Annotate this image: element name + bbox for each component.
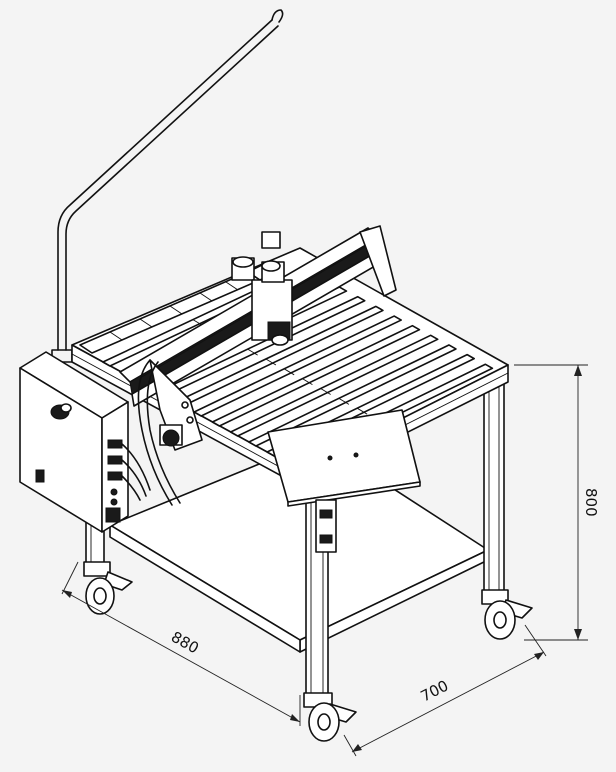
bed-slat — [211, 324, 421, 427]
control-box — [19, 351, 151, 533]
slat-clamp — [283, 368, 295, 376]
slat-clamp — [265, 358, 277, 366]
dimension-height-label: 800 — [582, 488, 600, 517]
caster-wheel-left — [83, 561, 133, 615]
switch-icon — [35, 469, 45, 483]
caster-wheels — [83, 561, 533, 742]
slat-clamp — [302, 378, 313, 386]
slat-clamp — [338, 397, 350, 405]
lamp-arm — [51, 9, 284, 363]
connector-panel — [105, 439, 123, 523]
bed-slat — [193, 315, 402, 417]
caster-wheel-right — [481, 589, 533, 640]
dimension-depth-label: 700 — [418, 677, 452, 706]
slat-clamp — [356, 407, 368, 415]
stepper-motor-left — [159, 424, 183, 447]
caster-wheel-front — [303, 692, 357, 742]
dimension-depth: 700 — [343, 624, 547, 757]
slat-clamp — [247, 348, 258, 356]
bed-slat — [229, 334, 439, 437]
cable-chain — [137, 359, 181, 506]
display-tablet — [267, 409, 421, 553]
dimension-width-label: 880 — [168, 628, 202, 658]
slat-clamp — [320, 388, 331, 395]
emergency-stop-icon — [50, 403, 72, 420]
bed-slat — [248, 344, 457, 447]
dimension-height: 800 — [514, 364, 600, 641]
stepper-motor-top — [231, 231, 281, 281]
z-carriage — [251, 260, 293, 346]
leg-back-right — [483, 367, 505, 594]
